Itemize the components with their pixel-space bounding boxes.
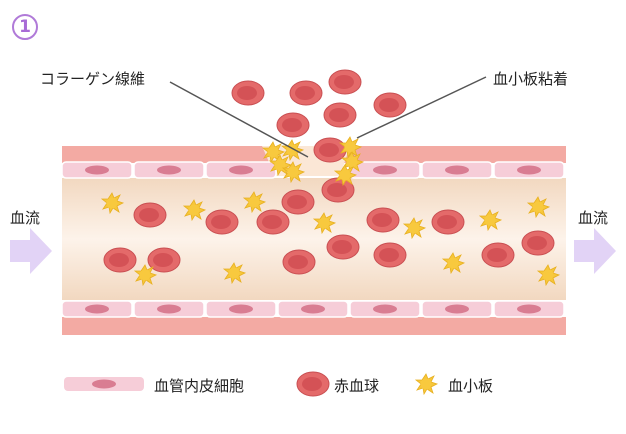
adhesion-leader-line [356, 76, 487, 139]
legend-platelet-icon [415, 373, 438, 395]
blood-flow-label-right: 血流 [578, 209, 609, 227]
flow-arrow-right [574, 228, 616, 274]
legend-rbc-icon [296, 371, 330, 397]
flow-arrow-left [10, 228, 52, 274]
legend-rbc-label: 赤血球 [334, 377, 380, 395]
legend-platelet-label: 血小板 [448, 377, 494, 395]
vessel-wall-bottom [62, 317, 566, 335]
vessel-lumen [62, 178, 566, 300]
blood-flow-label-left: 血流 [10, 209, 41, 227]
step-number-badge: 1 [12, 14, 38, 40]
step-number: 1 [19, 17, 31, 37]
endothelium-bottom [61, 300, 565, 318]
collagen-fiber-label: コラーゲン線維 [40, 70, 146, 88]
legend-endothelial-label: 血管内皮細胞 [154, 377, 245, 395]
collagen-leader-line [169, 81, 309, 158]
platelet-adhesion-label: 血小板粘着 [493, 70, 569, 88]
